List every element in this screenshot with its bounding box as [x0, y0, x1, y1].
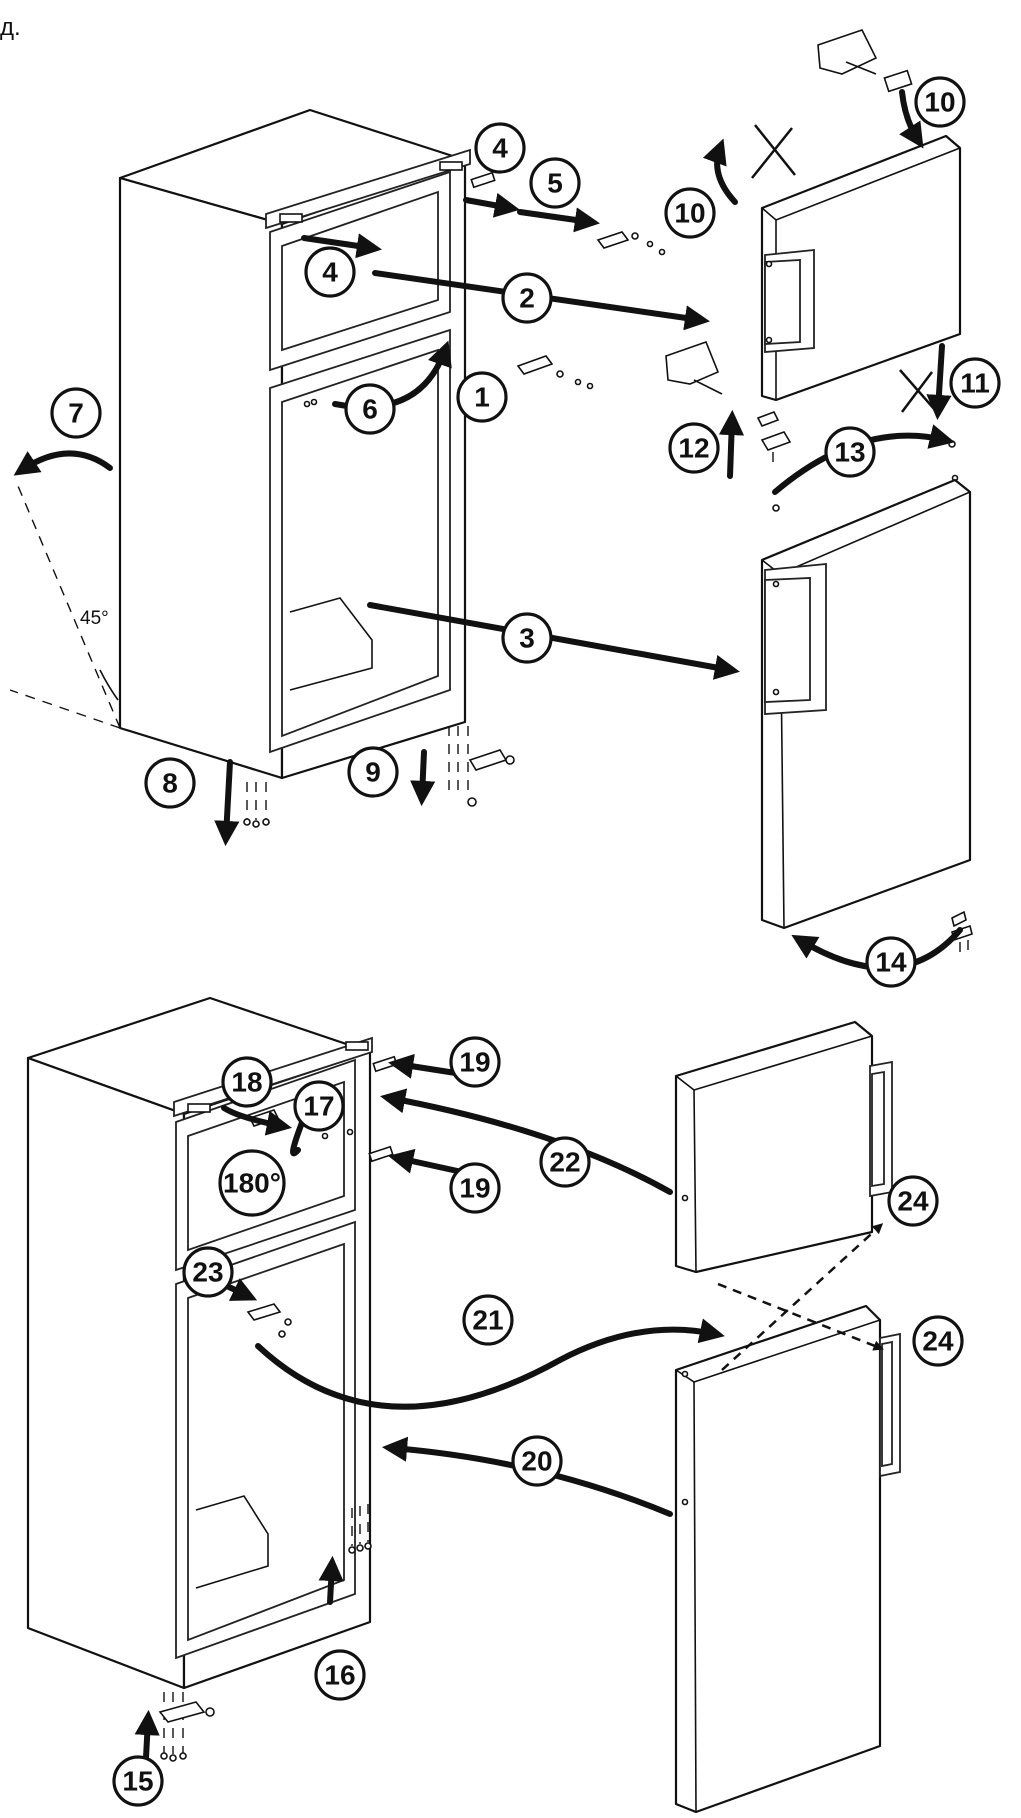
- step-badge-12: 12: [668, 422, 720, 474]
- step-badge-20: 20: [511, 1435, 563, 1487]
- step-badge-19b: 19: [449, 1162, 501, 1214]
- svg-text:24: 24: [897, 1186, 929, 1217]
- svg-text:12: 12: [678, 433, 709, 464]
- svg-text:15: 15: [122, 1766, 153, 1797]
- svg-text:16: 16: [324, 1660, 355, 1691]
- step-badge-2: 2: [501, 272, 553, 324]
- svg-text:2: 2: [519, 283, 535, 314]
- svg-text:14: 14: [875, 947, 907, 978]
- step-badge-13: 13: [824, 426, 876, 478]
- step-badge-9: 9: [347, 746, 399, 798]
- svg-text:19: 19: [459, 1173, 490, 1204]
- step-badge-3: 3: [501, 612, 553, 664]
- svg-text:19: 19: [459, 1047, 490, 1078]
- step-badge-17: 17: [293, 1080, 345, 1132]
- svg-text:24: 24: [922, 1326, 954, 1357]
- fridge-door-bottom: [674, 1304, 901, 1814]
- svg-text:11: 11: [960, 368, 990, 399]
- corner-text-fragment: д.: [0, 14, 21, 41]
- svg-text:22: 22: [549, 1147, 580, 1178]
- svg-text:8: 8: [162, 768, 178, 799]
- svg-text:20: 20: [521, 1446, 552, 1477]
- handle-swap-lines: [717, 1223, 884, 1371]
- step-badge-10b: 10: [664, 187, 716, 239]
- step-badge-24b: 24: [912, 1315, 964, 1367]
- hinge-parts-top: [303, 171, 666, 408]
- fridge-cabinet-top: [118, 108, 471, 780]
- step-badge-10a: 10: [914, 76, 966, 128]
- svg-text:6: 6: [362, 394, 378, 425]
- angle-label: 45°: [80, 608, 109, 629]
- svg-text:13: 13: [834, 437, 865, 468]
- svg-text:10: 10: [924, 87, 955, 118]
- svg-text:180°: 180°: [223, 1168, 281, 1199]
- step-badge-16: 16: [314, 1649, 366, 1701]
- feet-screws-bottom: [158, 1504, 372, 1762]
- step-badge-5: 5: [529, 157, 581, 209]
- svg-text:3: 3: [519, 623, 535, 654]
- step-badge-21: 21: [462, 1294, 514, 1346]
- crossed-out-icon: [751, 124, 936, 413]
- svg-text:17: 17: [303, 1091, 334, 1122]
- step-badge-23: 23: [182, 1246, 234, 1298]
- svg-text:5: 5: [547, 168, 563, 199]
- tilt-guide: 45°: [9, 485, 121, 729]
- freezer-door-bottom: [674, 1020, 893, 1274]
- step-badge-7: 7: [50, 387, 102, 439]
- feet-screws-top: [243, 726, 515, 828]
- step-badge-4a: 4: [474, 122, 526, 174]
- step-badge-11: 11: [949, 357, 1001, 409]
- step-badge-19a: 19: [449, 1036, 501, 1088]
- svg-text:4: 4: [322, 257, 338, 288]
- step-badge-15: 15: [112, 1755, 164, 1807]
- svg-text:7: 7: [68, 398, 84, 429]
- step-badge-1: 1: [456, 371, 508, 423]
- step-badges: 4 5 4 2 1 6 7 3 8 9 10 10 11 12 13 14 18…: [50, 76, 1001, 1807]
- hinge-pin-parts: [665, 29, 973, 958]
- svg-text:23: 23: [192, 1257, 223, 1288]
- step-badge-4b: 4: [304, 246, 356, 298]
- freezer-door-top: [760, 134, 962, 402]
- svg-text:21: 21: [472, 1305, 503, 1336]
- fridge-door-top-right: [760, 478, 972, 930]
- svg-text:9: 9: [365, 757, 381, 788]
- step-badge-8: 8: [144, 757, 196, 809]
- svg-text:1: 1: [474, 382, 490, 413]
- step-badge-18: 18: [221, 1056, 273, 1108]
- svg-text:18: 18: [231, 1067, 262, 1098]
- svg-text:10: 10: [674, 198, 705, 229]
- step-badge-22: 22: [539, 1136, 591, 1188]
- svg-text:4: 4: [492, 133, 508, 164]
- step-badge-14: 14: [865, 936, 917, 988]
- step-badge-24a: 24: [887, 1175, 939, 1227]
- step-badge-180: 180°: [218, 1149, 286, 1217]
- step-badge-6: 6: [344, 383, 396, 435]
